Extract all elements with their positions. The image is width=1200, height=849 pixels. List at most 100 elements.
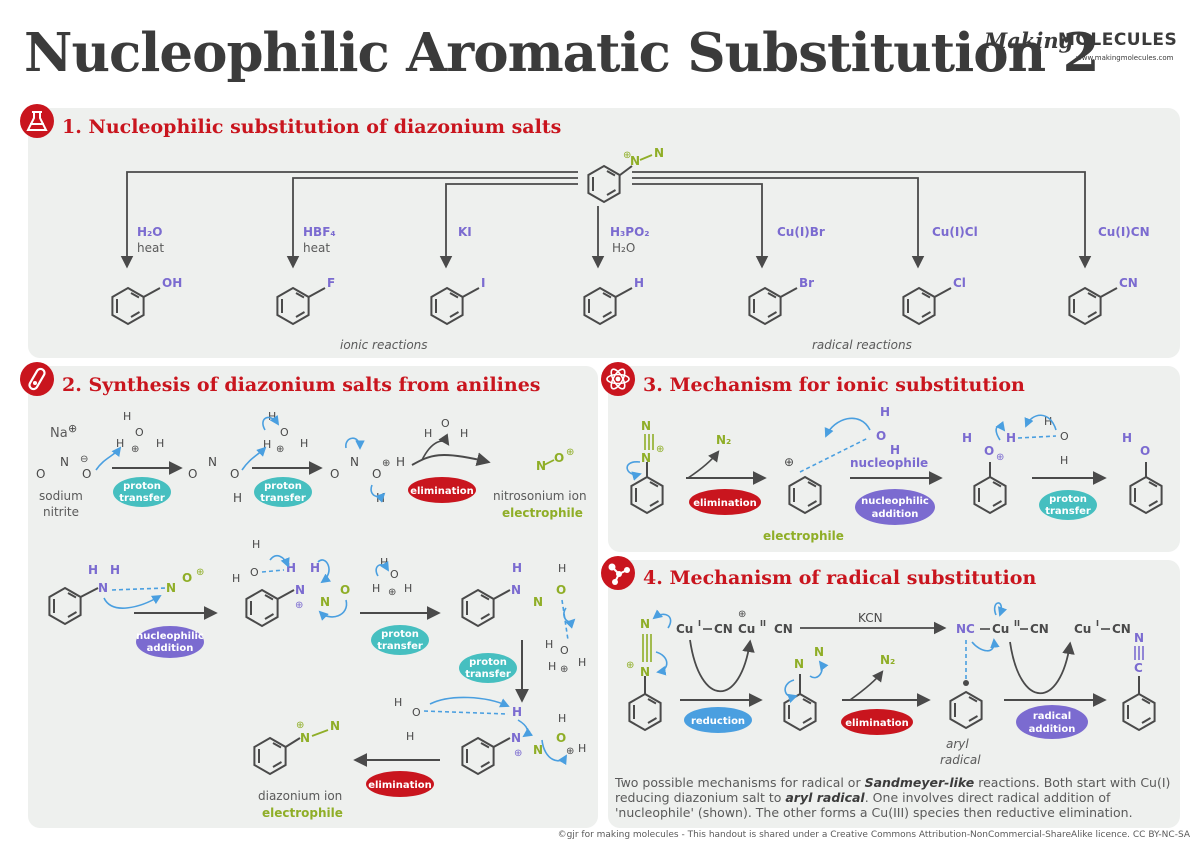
int3-h3o-h2: H xyxy=(380,556,388,569)
radical-mechanism-note: Two possible mechanisms for radical or S… xyxy=(615,775,1171,820)
row3-int-oh-h2: H xyxy=(578,742,586,755)
panel-section-2 xyxy=(28,366,598,828)
int3-h3o-o: O xyxy=(390,568,399,581)
int4-oh-h: H xyxy=(558,562,566,575)
nitrosonium-o: O xyxy=(554,451,564,465)
svg-text:⊕: ⊕ xyxy=(738,609,746,620)
s3-water-h2: H xyxy=(890,443,900,457)
svg-text:⊕: ⊕ xyxy=(388,587,396,598)
test-tube-icon xyxy=(20,362,54,396)
brand-word-making: Making xyxy=(984,28,1074,53)
svg-text:elimination: elimination xyxy=(693,498,757,509)
ionic-reactions-label: ionic reactions xyxy=(340,338,428,352)
int4-h: H xyxy=(512,561,522,575)
s2-pill-proton-transfer-2: proton transfer xyxy=(254,477,312,507)
int3-n: N xyxy=(295,583,305,597)
svg-text:addition: addition xyxy=(1029,724,1076,735)
int3-h3o-h1: H xyxy=(372,582,380,595)
svg-text:nucleophilic: nucleophilic xyxy=(136,631,204,642)
nitrite-o1: O xyxy=(36,467,45,481)
radical-reactions-label: radical reactions xyxy=(812,338,912,352)
svg-text:⊕: ⊕ xyxy=(566,746,574,757)
row3-int-h: H xyxy=(512,705,522,719)
row3-water-h1: H xyxy=(394,696,402,709)
svg-text:transfer: transfer xyxy=(260,493,306,504)
s1-reagent-3: KI xyxy=(458,225,472,239)
svg-text:transfer: transfer xyxy=(1045,506,1091,517)
s3-water2-o: O xyxy=(1060,430,1069,443)
int1-o2: O xyxy=(230,467,239,481)
row3-water-h2: H xyxy=(406,730,414,743)
int4-n2: N xyxy=(533,595,543,609)
s1-product-3: I xyxy=(481,276,485,290)
page-title: Nucleophilic Aromatic Substitution 2 xyxy=(24,22,1099,84)
int3-h1: H xyxy=(286,561,296,575)
s4-n2-byproduct: N₂ xyxy=(880,653,895,667)
s3-water-o: O xyxy=(876,429,886,443)
nitrite-o2: O xyxy=(82,467,91,481)
s3-electrophile-label: electrophile xyxy=(763,529,844,543)
s3-n2-byproduct: N₂ xyxy=(716,433,731,447)
s1-product-7: CN xyxy=(1119,276,1138,290)
row3-int-o: O xyxy=(556,731,566,745)
s2-pill-proton-transfer-4: proton transfer xyxy=(459,653,517,683)
s3-oxonium-o: O xyxy=(984,444,994,458)
s3-water-h1: H xyxy=(880,405,890,419)
s4-cu2-a: Cu xyxy=(738,622,755,636)
s4-pill-reduction: reduction xyxy=(684,707,752,733)
water-h1: H xyxy=(424,427,432,440)
int4-o: O xyxy=(556,583,566,597)
int1-o1: O xyxy=(188,467,197,481)
s1-product-4: H xyxy=(634,276,644,290)
svg-text:reduction: reduction xyxy=(691,716,745,727)
svg-text:proton: proton xyxy=(264,481,302,492)
hydronium-h1: H xyxy=(123,410,131,423)
aryl-radical-label-2: radical xyxy=(940,753,981,767)
svg-text:⊕: ⊕ xyxy=(296,720,304,731)
nitrosonium-label: nitrosonium ion xyxy=(493,489,587,503)
s3-nucleophile-label: nucleophile xyxy=(850,456,928,470)
s3-pill-proton-transfer: proton transfer xyxy=(1039,490,1097,520)
s4-cu4: Cu xyxy=(1074,622,1091,636)
s4-cn-d: CN xyxy=(1112,622,1131,636)
s4-cn-b: CN xyxy=(774,622,793,636)
s3-diazo-n2: N xyxy=(641,419,651,433)
s4-pill-elimination: elimination xyxy=(841,709,913,735)
s1-reagent-6: Cu(I)Cl xyxy=(932,225,978,239)
row3-int-n: N xyxy=(511,731,521,745)
s4-ox-i-b: I xyxy=(1096,619,1099,628)
s1-condition-1: heat xyxy=(137,241,164,255)
svg-text:transfer: transfer xyxy=(377,641,423,652)
s4-cn-c: CN xyxy=(1030,622,1049,636)
s1-reagent-7: Cu(I)CN xyxy=(1098,225,1150,239)
brand-url: www.makingmolecules.com xyxy=(1076,54,1174,62)
brand-logo: Making MOLECULES www.makingmolecules.com xyxy=(984,22,1180,70)
svg-text:elimination: elimination xyxy=(368,780,432,791)
s4-radical-n1: N xyxy=(794,657,804,671)
int3-o: O xyxy=(340,583,350,597)
int2-n: N xyxy=(350,455,359,469)
int4-h3o-h3: H xyxy=(578,656,586,669)
s4-ox-i-a: I xyxy=(698,619,701,628)
svg-text:⊕: ⊕ xyxy=(295,600,303,611)
diazonium-label: diazonium ion xyxy=(258,789,342,803)
atom-icon xyxy=(601,362,635,396)
hydronium-h2: H xyxy=(116,437,124,450)
int3-h2: H xyxy=(310,561,320,575)
s1-products xyxy=(111,287,1118,325)
s3-diazo-n1: N xyxy=(641,451,651,465)
s4-kcn-label: KCN xyxy=(858,611,883,625)
int1-h2o-h2: H xyxy=(263,438,271,451)
row3-int-n2: N xyxy=(533,743,543,757)
svg-text:⊕: ⊕ xyxy=(626,660,634,671)
sodium-nitrite-label-2: nitrite xyxy=(43,505,79,519)
row3-water-o: O xyxy=(412,706,421,719)
s1-product-1: OH xyxy=(162,276,182,290)
s4-cu3: Cu xyxy=(992,622,1009,636)
s1-product-5: Br xyxy=(799,276,814,290)
s2-pill-nucleophilic-addition-1: nucleophilic addition xyxy=(136,626,204,658)
s3-pill-elimination: elimination xyxy=(689,489,761,515)
svg-text:⊕: ⊕ xyxy=(996,452,1004,463)
nitrosonium-electrophile-label: electrophile xyxy=(502,506,583,520)
